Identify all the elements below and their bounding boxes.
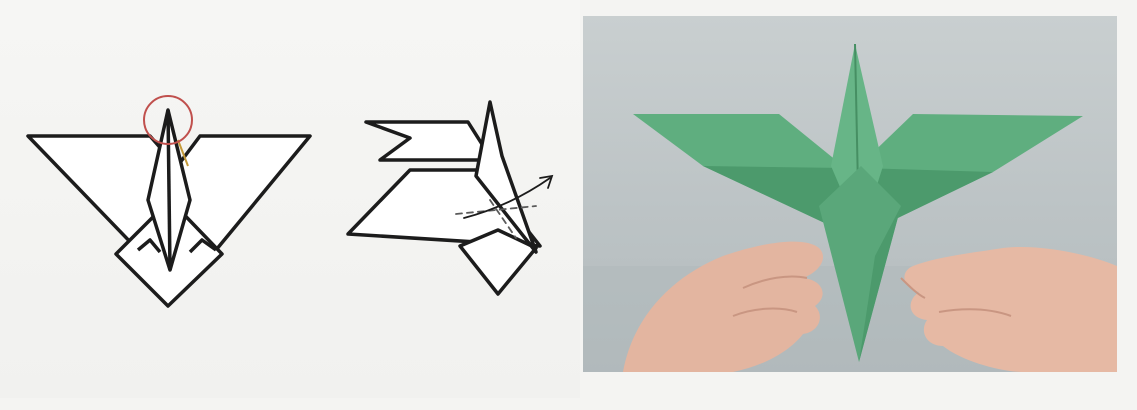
- upper-wing-shape: [366, 122, 492, 160]
- photo-panel: [583, 16, 1117, 372]
- origami-instruction-figure: [0, 0, 1137, 398]
- diagram-panel: [0, 0, 580, 398]
- step-diagram-2: [340, 96, 570, 336]
- origami-photo: [583, 16, 1117, 372]
- step-diagram-1: [20, 80, 340, 410]
